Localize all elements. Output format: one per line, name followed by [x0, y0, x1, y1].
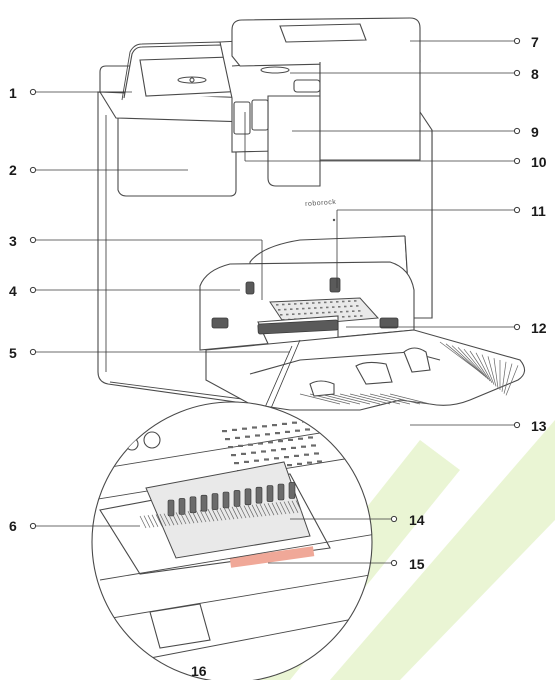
detail-magnifier [91, 401, 373, 683]
base-ramp [205, 329, 526, 411]
callout-5: 5 [9, 345, 17, 361]
top-cover [231, 17, 421, 161]
callout-6: 6 [9, 518, 17, 534]
zoom-bristles [139, 482, 303, 529]
callout-14: 14 [409, 512, 425, 528]
callout-13: 13 [531, 418, 547, 434]
callout-12: 12 [531, 320, 547, 336]
leader-3 [29, 236, 262, 244]
callout-8: 8 [531, 66, 539, 82]
leader-6 [29, 522, 140, 530]
callout-10: 10 [531, 154, 547, 170]
leader-8 [290, 69, 521, 77]
leader-14 [290, 515, 398, 523]
leader-2 [29, 166, 188, 174]
callout-15: 15 [409, 556, 425, 572]
leader-5 [29, 348, 290, 356]
leader-13 [410, 421, 521, 429]
sensor-strip [229, 546, 315, 568]
leader-10 [245, 157, 521, 165]
leader-9 [292, 127, 521, 135]
callout-3: 3 [9, 233, 17, 249]
tank-release-latch [233, 99, 269, 135]
leader-1 [29, 88, 132, 96]
brand-logo-text: roborock [305, 199, 337, 208]
leader-7 [410, 37, 521, 45]
callout-2: 2 [9, 162, 17, 178]
callout-9: 9 [531, 124, 539, 140]
brand-logo: roborock [305, 199, 337, 222]
leader-12 [346, 323, 521, 331]
callout-7: 7 [531, 34, 539, 50]
ramp-texture [299, 341, 519, 405]
callout-4: 4 [9, 283, 17, 299]
leader-11 [337, 206, 521, 214]
leader-15 [268, 559, 398, 567]
leader-4 [29, 286, 240, 294]
brush-roller [257, 319, 339, 335]
callout-16: 16 [191, 663, 207, 679]
callout-11: 11 [531, 203, 546, 219]
callout-1: 1 [9, 85, 17, 101]
callout-leaders [29, 37, 521, 567]
